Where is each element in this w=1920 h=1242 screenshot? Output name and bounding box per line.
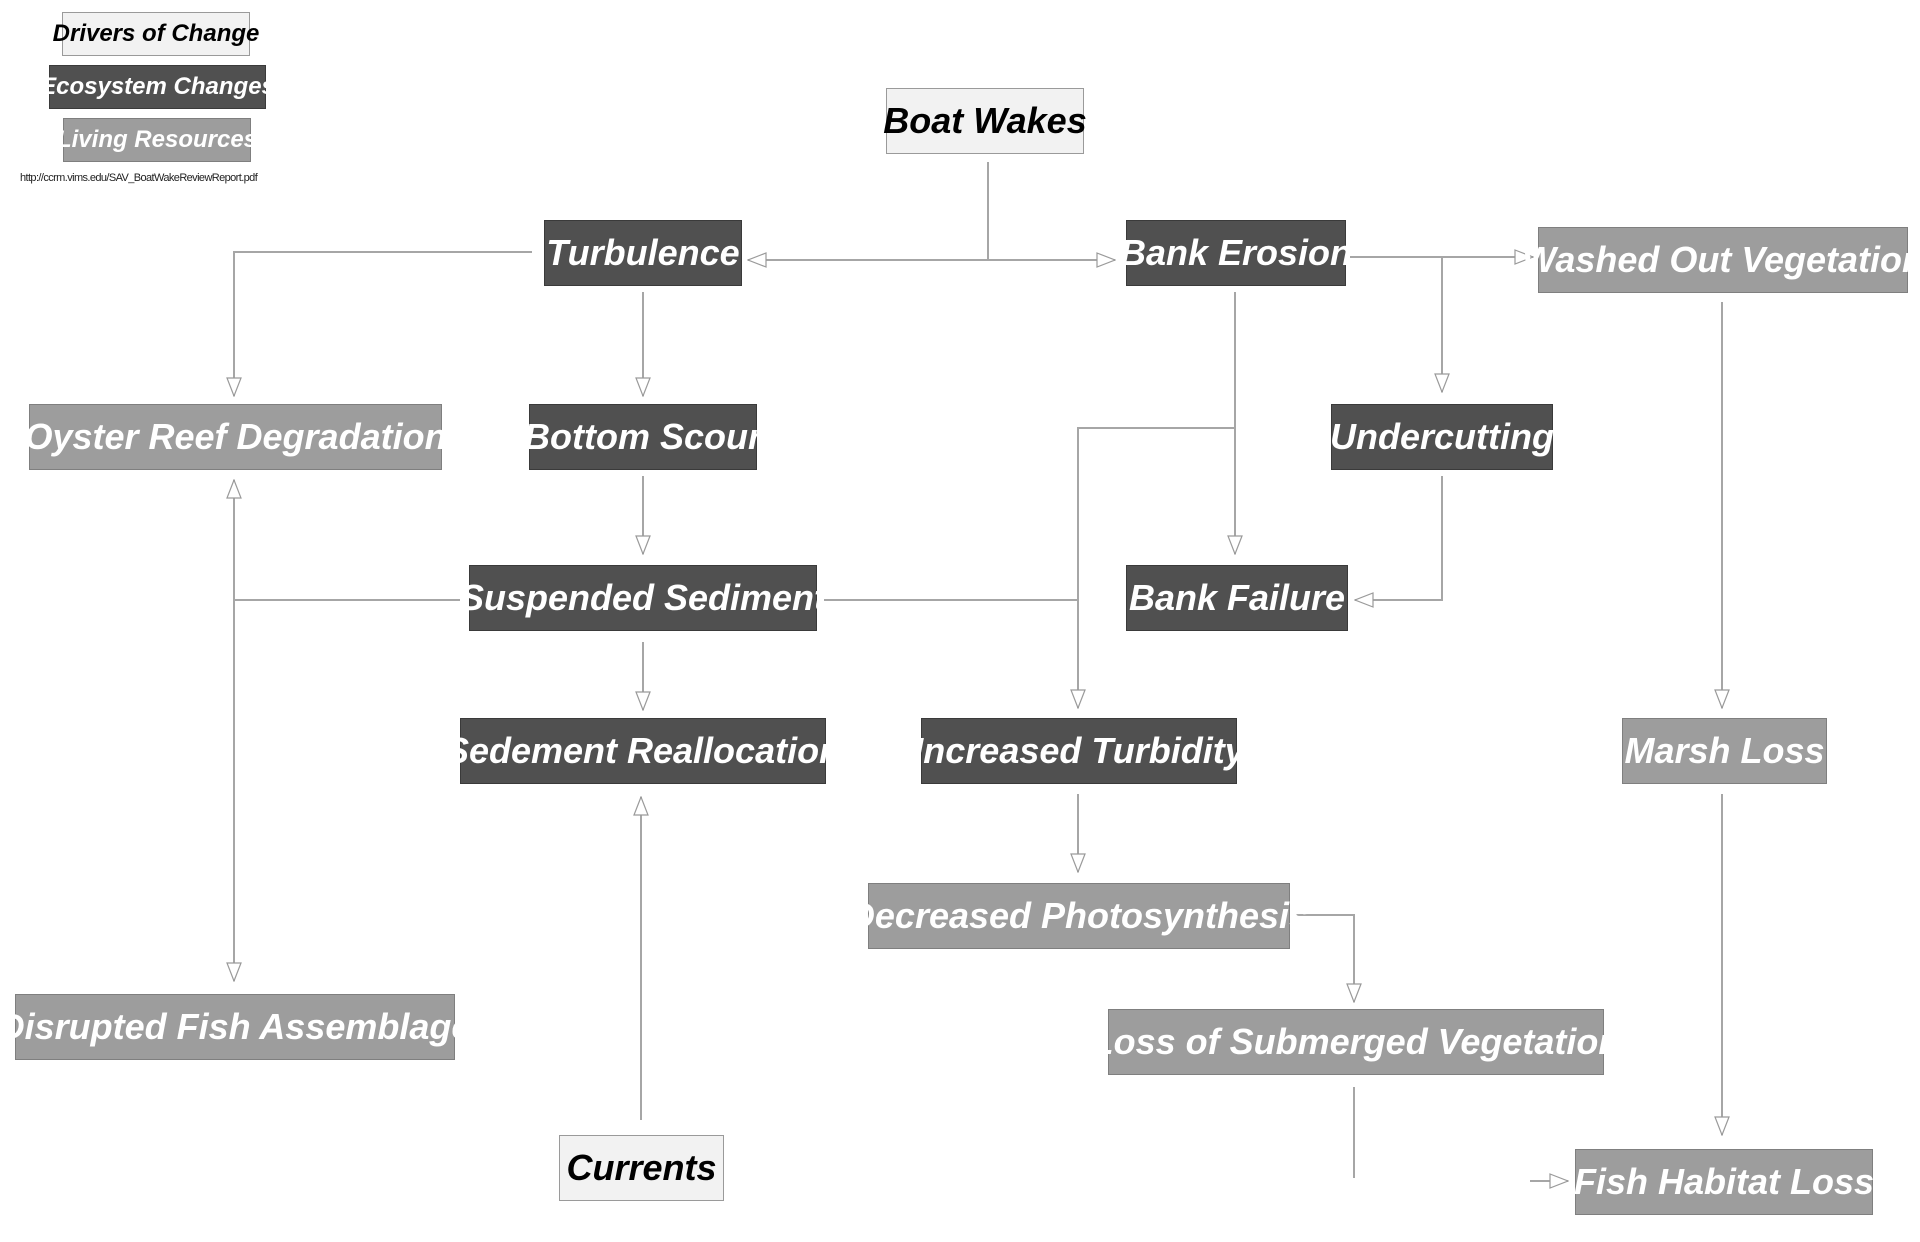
node-fish-habitat-loss: Fish Habitat Loss: [1574, 1149, 1874, 1215]
edge-suspended-turbidity: [824, 599, 1078, 708]
node-turbulence: Turbulence: [544, 220, 742, 286]
legend-ecosystem: Ecosystem Changes: [40, 65, 275, 109]
source-url[interactable]: http://ccrm.vims.edu/SAV_BoatWakeReviewR…: [20, 172, 258, 184]
edge-bankerosion-branch: [1077, 427, 1235, 600]
node-currents: Currents: [559, 1135, 724, 1201]
node-suspended-sediment: Suspended Sediment: [460, 565, 826, 631]
node-bank-failure: Bank Failure: [1126, 565, 1348, 631]
node-washed-out-vegetation: Washed Out Vegetation: [1522, 227, 1920, 293]
node-bottom-scour: Bottom Scour: [524, 404, 762, 470]
node-marsh-loss: Marsh Loss: [1622, 718, 1827, 784]
legend-living: Living Resources: [57, 118, 257, 162]
node-increased-turbidity: Increased Turbidity: [913, 718, 1245, 784]
edge-undercutting-bankfailure: [1355, 476, 1443, 600]
node-sediment-reallocation: Sedement Reallocation: [445, 718, 841, 784]
node-loss-of-submerged-vegetation: Loss of Submerged Vegetation: [1092, 1009, 1620, 1075]
node-decreased-photosynthesis: Decreased Photosynthesis: [849, 883, 1309, 949]
node-boat-wakes: Boat Wakes: [883, 88, 1087, 154]
legend-drivers: Drivers of Change: [53, 12, 259, 56]
node-bank-erosion: Bank Erosion: [1120, 220, 1352, 286]
node-disrupted-fish-assemblage: Disrupted Fish Assemblage: [0, 994, 471, 1060]
edge-photosynthesis-sav: [1296, 914, 1354, 1002]
edge-turbulence-oyster: [234, 251, 532, 396]
node-undercutting: Undercutting: [1330, 404, 1554, 470]
node-oyster-reef-degradation: Oyster Reef Degradation: [24, 404, 447, 470]
